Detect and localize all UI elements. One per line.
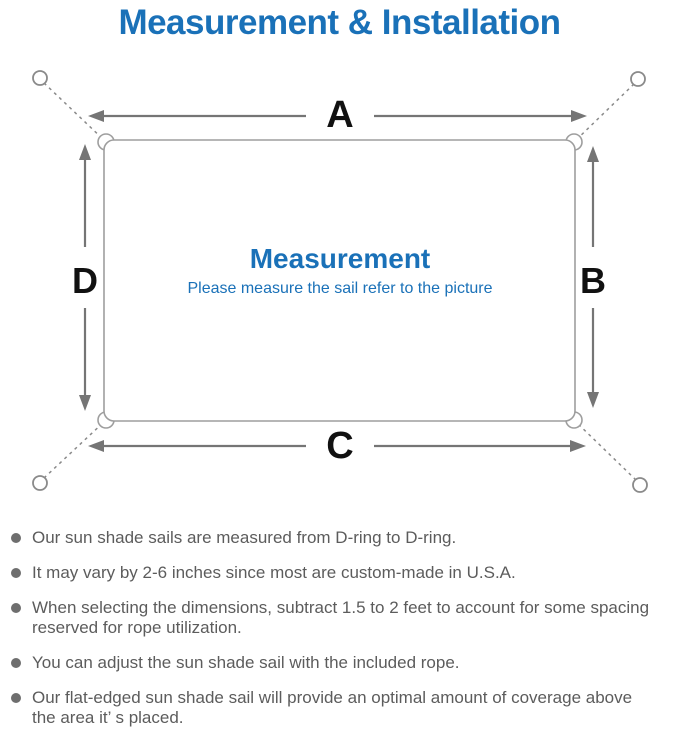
note-line: When selecting the dimensions, subtract … <box>32 598 650 617</box>
anchor-circle-top-left <box>32 70 48 86</box>
guy-line-bottom-right <box>573 419 637 481</box>
dim-d-arrowhead-down <box>79 395 91 411</box>
dim-d-arrowhead-up <box>79 144 91 160</box>
note-line: Our flat-edged sun shade sail will provi… <box>32 688 633 707</box>
dim-c-arrowhead-left <box>88 440 104 452</box>
note-line: It may vary by 2-6 inches since most are… <box>32 563 516 582</box>
list-item: Our sun shade sails are measured from D-… <box>10 528 675 548</box>
anchor-circle-bottom-right <box>632 477 648 493</box>
dim-b-arrowhead-down <box>587 392 599 408</box>
note-line: You can adjust the sun shade sail with t… <box>32 653 460 672</box>
note-text: You can adjust the sun shade sail with t… <box>32 653 460 673</box>
note-text: Our sun shade sails are measured from D-… <box>32 528 456 548</box>
guy-line-top-right <box>573 83 635 143</box>
dim-a-arrowhead-right <box>571 110 587 122</box>
bullet-dot <box>11 568 21 578</box>
list-item: It may vary by 2-6 inches since most are… <box>10 563 675 583</box>
dim-label-a: A <box>326 94 353 136</box>
guy-line-top-left <box>43 82 107 143</box>
dim-label-d: D <box>72 260 98 301</box>
sail-rectangle <box>103 139 576 422</box>
list-item: When selecting the dimensions, subtract … <box>10 598 675 638</box>
note-text: Our flat-edged sun shade sail will provi… <box>32 688 632 728</box>
dim-label-b: B <box>580 260 606 301</box>
anchor-circle-bottom-left <box>32 475 48 491</box>
bullet-dot <box>11 693 21 703</box>
note-line: reserved for rope utilization. <box>32 618 242 637</box>
guy-line-bottom-left <box>43 419 107 479</box>
anchor-circle-top-right <box>630 71 646 87</box>
dim-a-arrowhead-left <box>88 110 104 122</box>
dim-b-arrowhead-up <box>587 146 599 162</box>
measurement-diagram: A C D B Measurement Please measure the s… <box>32 70 648 493</box>
bullet-dot <box>11 533 21 543</box>
page-title: Measurement & Installation <box>118 3 561 42</box>
note-text: When selecting the dimensions, subtract … <box>32 598 649 638</box>
list-item: Our flat-edged sun shade sail will provi… <box>10 688 675 728</box>
diagram-center-subtitle: Please measure the sail refer to the pic… <box>187 280 492 297</box>
notes-list: Our sun shade sails are measured from D-… <box>10 528 675 739</box>
bullet-dot <box>11 603 21 613</box>
dim-c-arrowhead-right <box>570 440 586 452</box>
dim-label-c: C <box>326 425 353 467</box>
note-line: Our sun shade sails are measured from D-… <box>32 528 457 547</box>
note-text: It may vary by 2-6 inches since most are… <box>32 563 516 583</box>
diagram-center-title: Measurement <box>250 243 431 274</box>
bullet-dot <box>11 658 21 668</box>
list-item: You can adjust the sun shade sail with t… <box>10 653 675 673</box>
note-line: the area it’ s placed. <box>32 708 184 727</box>
